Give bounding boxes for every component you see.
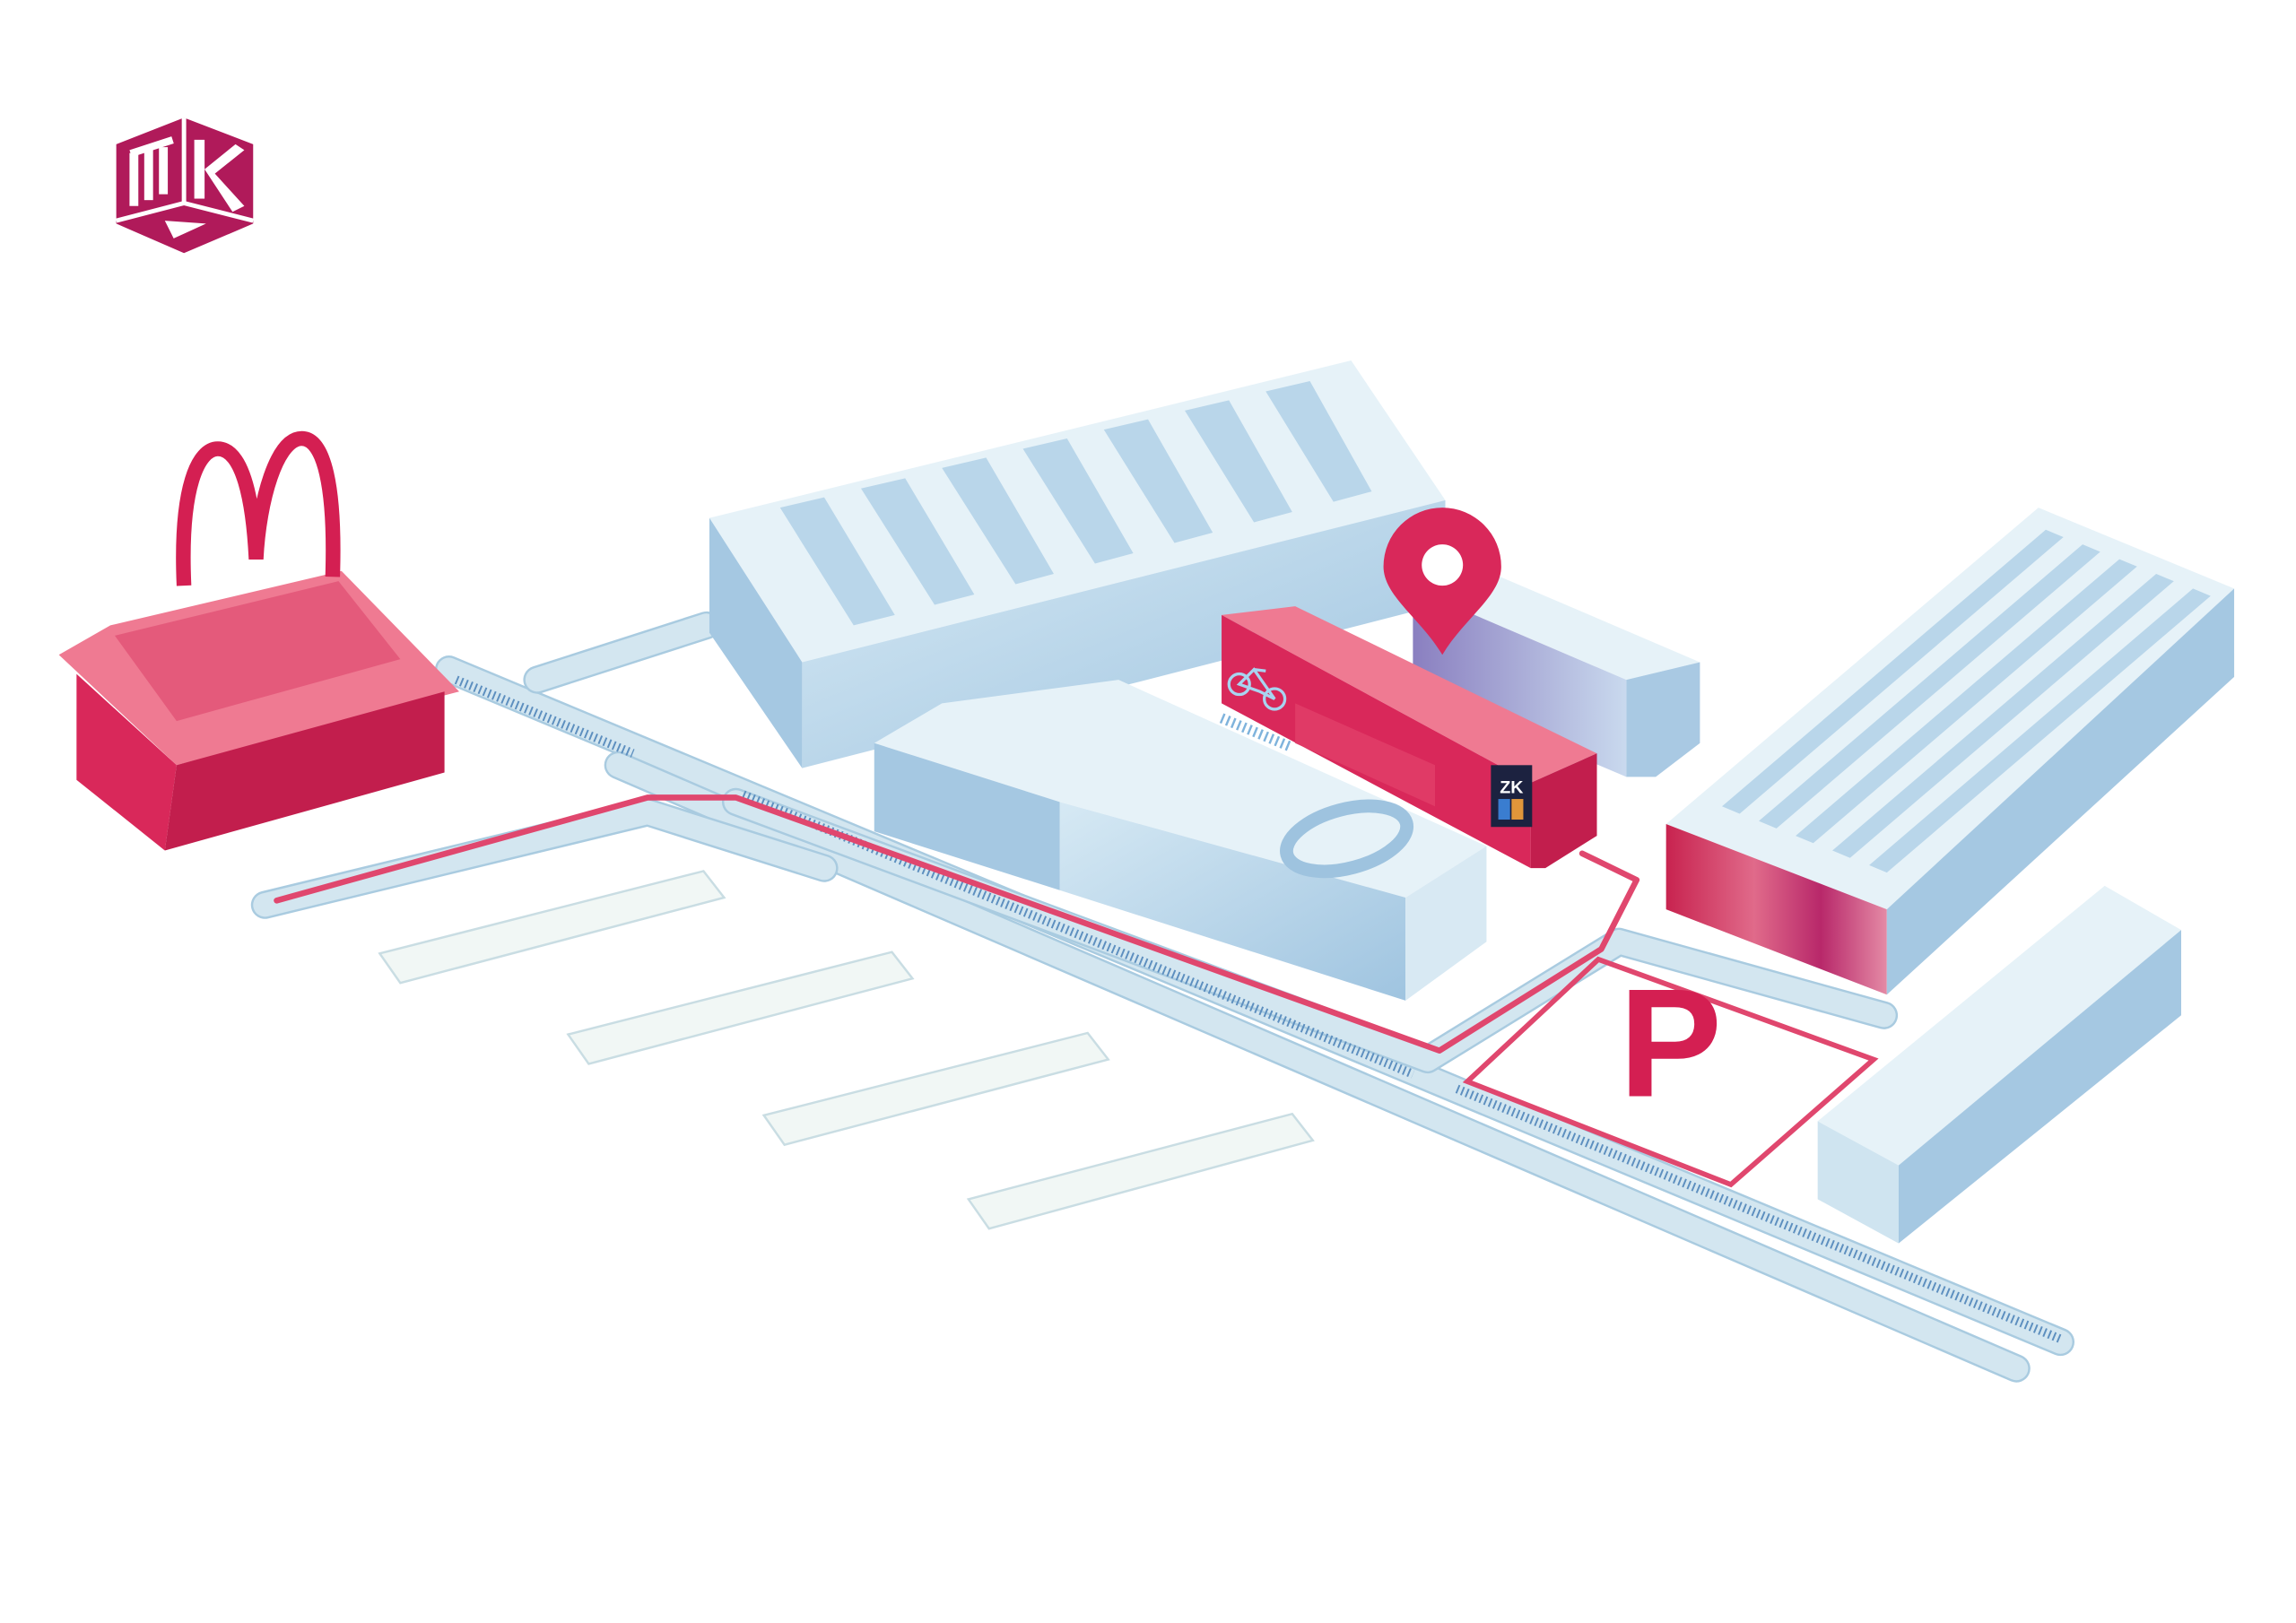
parking-icon: P [1619, 957, 1722, 1130]
parking-area-outline [1462, 956, 1879, 1188]
building-central [874, 680, 1487, 1001]
station-building: ZK [1219, 606, 1597, 869]
bike-rack [1219, 713, 1295, 752]
zk-sign-text: ZK [1500, 777, 1524, 797]
restaurant-building [58, 570, 460, 851]
parking-label: P [1619, 957, 1722, 1130]
parking-slabs [378, 870, 1315, 1230]
roof-oval-marking [1280, 799, 1414, 879]
mural-wall [1665, 823, 1887, 995]
building-southeast [1817, 885, 2181, 1244]
mk-logo [116, 117, 254, 254]
zk-sign: ZK [1491, 765, 1533, 828]
restaurant-logo-arches [176, 430, 341, 586]
location-pin-icon[interactable] [1383, 508, 1501, 655]
walking-route [274, 794, 1640, 1054]
bicycle-icon [1227, 667, 1287, 711]
warehouse-east [1665, 508, 2235, 995]
